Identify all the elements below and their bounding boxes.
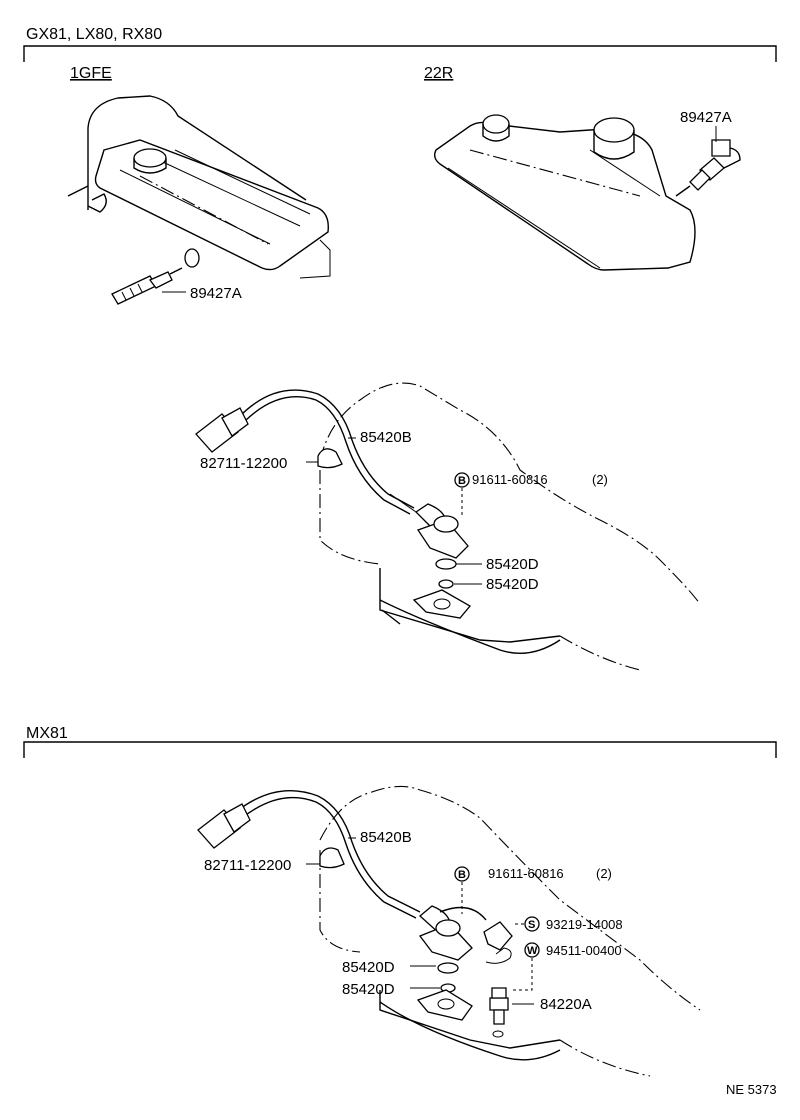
washer-marker bbox=[524, 942, 540, 958]
section-title-bottom: MX81 bbox=[26, 725, 68, 742]
label-bot-bolt-qty: (2) bbox=[596, 866, 612, 881]
label-mid-oring2: 85420D bbox=[486, 576, 539, 593]
screw-marker-letter: S bbox=[528, 919, 535, 931]
section-title-top: GX81, LX80, RX80 bbox=[26, 26, 162, 43]
label-bot-oring1: 85420D bbox=[342, 959, 395, 976]
label-mid-bolt: 91611-60816 bbox=[472, 472, 548, 487]
label-1gfe-sensor: 89427A bbox=[190, 285, 242, 302]
label-bot-cable: 85420B bbox=[360, 829, 412, 846]
screw-marker bbox=[524, 916, 540, 932]
leader-washer bbox=[512, 958, 533, 991]
label-mid-bolt-qty: (2) bbox=[592, 472, 608, 487]
cable-clamp-bottom bbox=[319, 847, 345, 869]
temp-sensor-22r bbox=[675, 139, 741, 197]
cable-mount-mid bbox=[412, 589, 471, 619]
o-ring-mid-2 bbox=[438, 579, 454, 589]
label-mid-clamp: 82711-12200 bbox=[200, 455, 287, 472]
label-mid-oring1: 85420D bbox=[486, 556, 539, 573]
speedometer-cable-bottom bbox=[197, 790, 513, 964]
section-bracket-top bbox=[23, 45, 777, 62]
label-mid-cable: 85420B bbox=[360, 429, 412, 446]
engine-label-22r: 22R bbox=[424, 65, 453, 82]
transmission-case-top bbox=[319, 382, 701, 671]
label-bot-screw: 93219-14008 bbox=[546, 917, 623, 932]
bolt-marker-bottom bbox=[454, 866, 470, 882]
washer-marker-letter: W bbox=[527, 945, 538, 957]
o-ring-mid-1 bbox=[435, 558, 457, 570]
back-light-switch bbox=[489, 987, 509, 1038]
cable-mount-bottom bbox=[416, 989, 473, 1021]
section-bracket-bottom bbox=[23, 741, 777, 758]
label-bot-clamp: 82711-12200 bbox=[204, 857, 291, 874]
engine-cover-22r bbox=[433, 114, 696, 271]
label-bot-bolt: 91611-60816 bbox=[488, 866, 564, 881]
engine-label-1gfe: 1GFE bbox=[70, 65, 112, 82]
o-ring-bottom-1 bbox=[437, 962, 459, 974]
label-bot-washer: 94511-00400 bbox=[546, 943, 622, 958]
cable-clamp-mid bbox=[317, 448, 343, 469]
label-22r-sensor: 89427A bbox=[680, 109, 732, 126]
diagram-code: NE 5373 bbox=[726, 1082, 777, 1097]
bolt-marker-mid bbox=[454, 472, 470, 488]
speedometer-cable-mid bbox=[195, 389, 469, 559]
label-bot-switch: 84220A bbox=[540, 996, 592, 1013]
transmission-case-bottom bbox=[319, 785, 701, 1077]
engine-cover-1gfe bbox=[67, 95, 331, 279]
bolt-marker-mid-letter: B bbox=[458, 475, 466, 487]
temp-sensor-1gfe bbox=[111, 248, 200, 305]
label-bot-oring2: 85420D bbox=[342, 981, 395, 998]
bolt-marker-bottom-letter: B bbox=[458, 869, 466, 881]
